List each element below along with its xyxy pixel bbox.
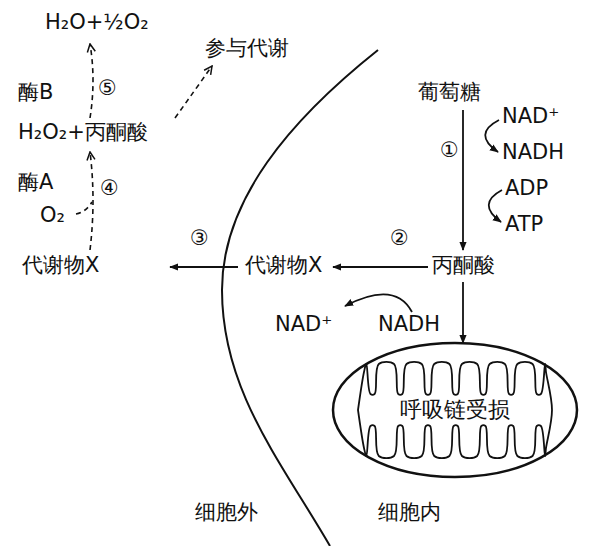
step-number: ④ bbox=[100, 176, 119, 201]
metabolite-label: 代谢物X bbox=[245, 253, 322, 278]
step3-arrow bbox=[170, 266, 238, 268]
region-label: 细胞内 bbox=[378, 500, 441, 525]
product-label: H₂O₂+丙酮酸 bbox=[18, 120, 148, 145]
metabolite-label: 丙酮酸 bbox=[432, 253, 495, 278]
step-number: ① bbox=[440, 138, 459, 163]
enzyme-label: 酶A bbox=[18, 170, 53, 195]
region-label: 细胞外 bbox=[195, 500, 258, 525]
node-text: 呼吸链受损 bbox=[397, 397, 513, 423]
step5-arrow bbox=[90, 44, 93, 118]
coenzyme-label: NAD⁺ bbox=[275, 312, 332, 337]
energy-label: ATP bbox=[505, 212, 543, 237]
nadh-arrow bbox=[345, 294, 412, 312]
step-number: ⑤ bbox=[98, 76, 117, 101]
adp-arrow bbox=[489, 190, 502, 222]
enzyme-label: 酶B bbox=[18, 80, 53, 105]
process-label: 参与代谢 bbox=[205, 36, 289, 61]
cell-membrane bbox=[222, 50, 378, 546]
coenzyme-label: NAD⁺ bbox=[502, 104, 559, 129]
reactant-label: O₂ bbox=[40, 203, 65, 228]
pyruvate-to-mito-arrow bbox=[462, 282, 464, 343]
step-number: ② bbox=[390, 226, 409, 251]
step4-arrow bbox=[90, 152, 93, 250]
outer-membrane bbox=[333, 343, 577, 477]
nad-arrow bbox=[485, 120, 499, 152]
metabolite-label: 代谢物X bbox=[22, 253, 99, 278]
inner-membrane bbox=[358, 362, 552, 458]
o2-branch bbox=[76, 202, 92, 214]
step-number: ③ bbox=[190, 226, 209, 251]
energy-label: ADP bbox=[505, 176, 548, 201]
metabolite-label: 葡萄糖 bbox=[418, 80, 481, 105]
step2-arrow bbox=[333, 266, 428, 268]
dashed-arrows bbox=[76, 44, 212, 250]
product-label: H₂O+½O₂ bbox=[45, 10, 149, 35]
glycolysis-arrow bbox=[462, 110, 464, 250]
coenzyme-label: NADH bbox=[502, 140, 564, 165]
solid-arrows bbox=[170, 110, 502, 343]
metabolism-arrow bbox=[175, 66, 212, 118]
coenzyme-label: NADH bbox=[378, 312, 440, 337]
mitochondrion: 呼吸链受损 bbox=[330, 340, 580, 480]
